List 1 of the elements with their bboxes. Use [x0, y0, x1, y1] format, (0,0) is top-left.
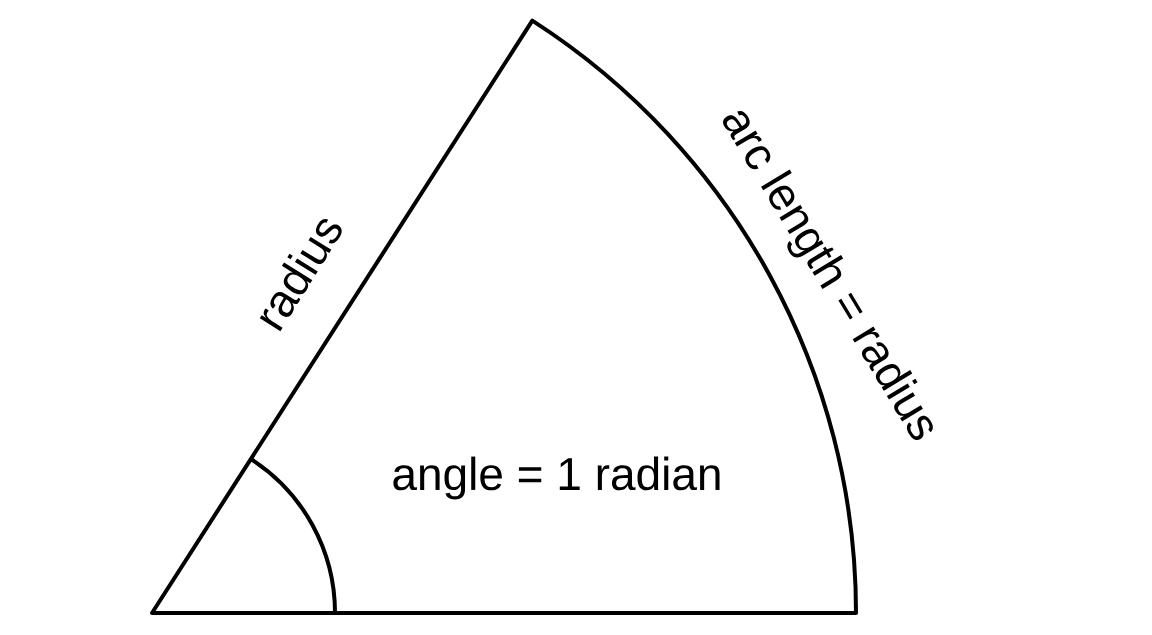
- angle-label: angle = 1 radian: [393, 456, 720, 500]
